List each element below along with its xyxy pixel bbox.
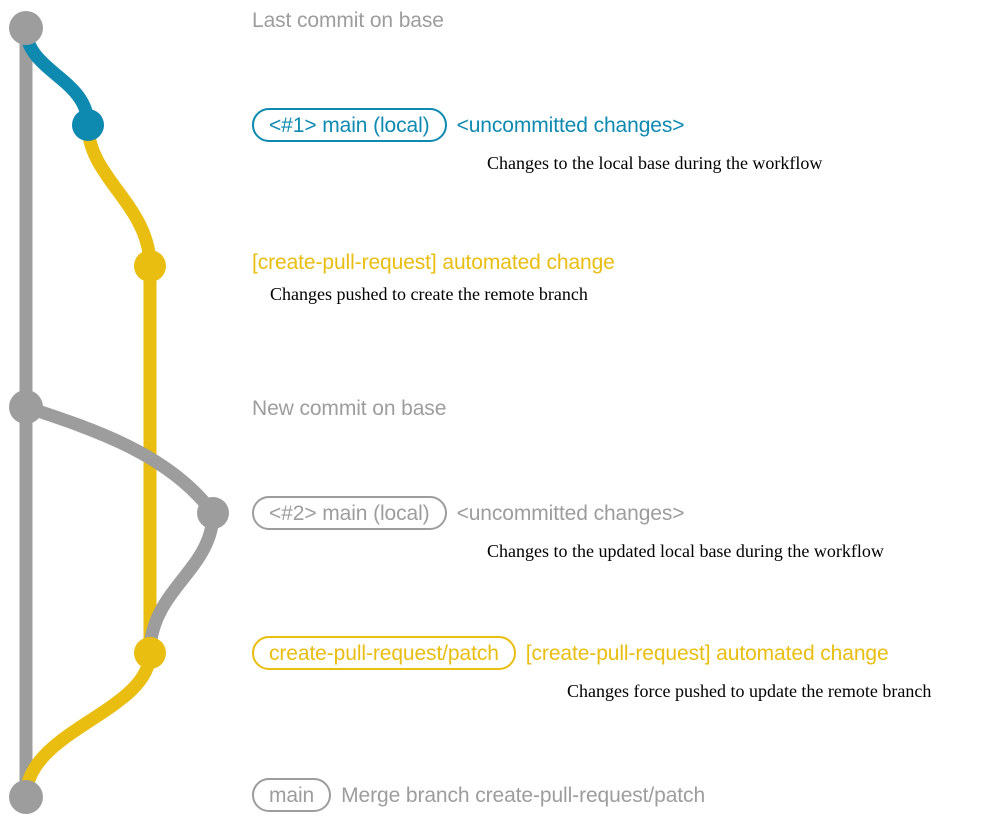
branch-badge-create-pull-request-patch[interactable]: create-pull-request/patch xyxy=(252,636,516,670)
commit-subject: <uncommitted changes> xyxy=(456,113,685,137)
commit-headline: main Merge branch create-pull-request/pa… xyxy=(252,778,705,812)
commit-subject: <uncommitted changes> xyxy=(456,501,685,525)
commit-node-base-top[interactable] xyxy=(9,11,43,45)
commit-row-new-commit-on-base: New commit on base xyxy=(252,398,446,419)
commit-headline: Last commit on base xyxy=(252,10,444,31)
commit-subject: Last commit on base xyxy=(252,9,444,32)
commit-headline: [create-pull-request] automated change xyxy=(252,252,615,273)
commit-headline: <#2> main (local) <uncommitted changes> xyxy=(252,496,884,530)
commit-headline: New commit on base xyxy=(252,398,446,419)
commit-caption: Changes to the local base during the wor… xyxy=(487,153,823,173)
edge-base-new-to-local-2 xyxy=(19,400,220,520)
commit-subject: New commit on base xyxy=(252,397,447,420)
commit-node-base-new[interactable] xyxy=(9,390,43,424)
branch-badge-main[interactable]: main xyxy=(252,778,332,812)
edge-local-1-to-remote-1 xyxy=(81,118,157,273)
commit-node-base-merge[interactable] xyxy=(9,780,43,814)
commit-row-patch: create-pull-request/patch [create-pull-r… xyxy=(252,636,931,700)
commit-node-local-1[interactable] xyxy=(72,109,104,141)
commit-node-remote-1[interactable] xyxy=(134,250,166,282)
commit-headline: create-pull-request/patch [create-pull-r… xyxy=(252,636,931,670)
commit-node-local-2[interactable] xyxy=(197,497,229,529)
commit-caption: Changes pushed to create the remote bran… xyxy=(270,284,588,304)
edge-local-2-to-remote-2 xyxy=(143,506,220,660)
commit-graph xyxy=(9,11,229,814)
commit-row-last-commit-on-base: Last commit on base xyxy=(252,10,444,31)
commit-row-merge: main Merge branch create-pull-request/pa… xyxy=(252,778,705,812)
commit-row-local-2: <#2> main (local) <uncommitted changes> … xyxy=(252,496,884,560)
commit-caption: Changes to the updated local base during… xyxy=(487,541,884,561)
branch-badge-main-local-1[interactable]: <#1> main (local) xyxy=(252,108,447,142)
commit-row-local-1: <#1> main (local) <uncommitted changes> … xyxy=(252,108,822,172)
commit-subject: Merge branch create-pull-request/patch xyxy=(341,783,706,807)
edge-remote-2-to-merge xyxy=(19,646,157,804)
commit-node-remote-2[interactable] xyxy=(134,637,166,669)
commit-subject: [create-pull-request] automated change xyxy=(525,641,889,665)
commit-caption: Changes force pushed to update the remot… xyxy=(567,681,932,701)
branch-badge-main-local-2[interactable]: <#2> main (local) xyxy=(252,496,447,530)
commit-row-automated-change-1: [create-pull-request] automated change C… xyxy=(252,252,615,303)
commit-headline: <#1> main (local) <uncommitted changes> xyxy=(252,108,822,142)
commit-subject: [create-pull-request] automated change xyxy=(252,251,615,274)
